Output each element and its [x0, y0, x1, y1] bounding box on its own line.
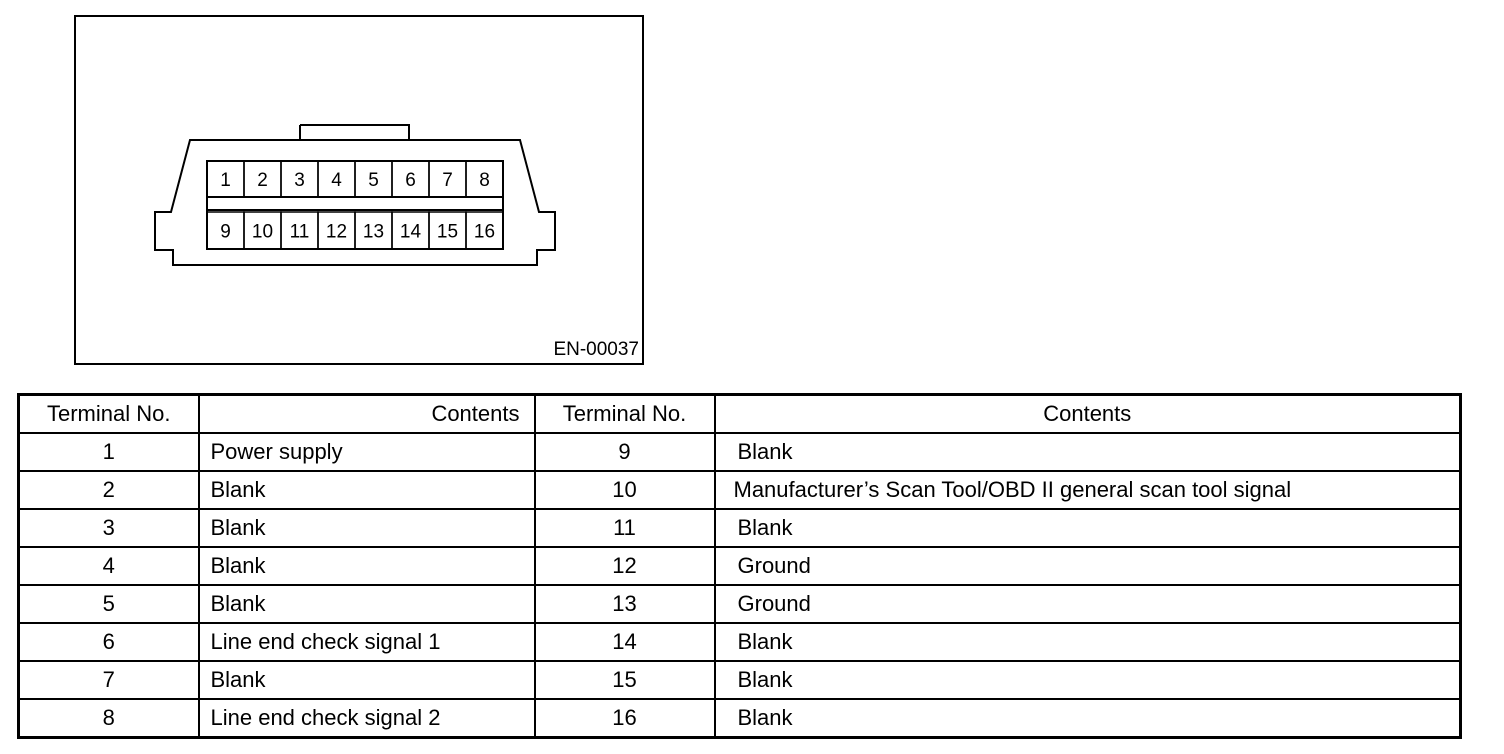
cell-contents-right: Manufacturer’s Scan Tool/OBD II general … [713, 470, 1462, 510]
pin-top-label-3: 3 [294, 170, 305, 191]
pin-bottom-label-6: 14 [400, 222, 422, 243]
cell-contents-left: Blank [197, 546, 536, 586]
pin-bottom-label-7: 15 [437, 222, 458, 243]
cell-contents-right: Blank [713, 508, 1462, 548]
pin-bottom-cell-8 [465, 211, 504, 250]
pins-bottom-row: 9 10 11 12 13 14 15 16 [206, 211, 504, 250]
cell-terminal-no-right: 11 [533, 508, 716, 548]
cell-contents-left: Blank [197, 660, 536, 700]
cell-terminal-no-right: 10 [533, 470, 716, 510]
header-contents-right: Contents [713, 393, 1462, 434]
cell-terminal-no-left: 7 [17, 660, 200, 700]
cell-terminal-no-left: 2 [17, 470, 200, 510]
pin-top-label-1: 1 [220, 170, 231, 191]
cell-contents-left: Blank [197, 508, 536, 548]
connector-housing [299, 124, 410, 141]
pin-top-label-4: 4 [331, 170, 342, 191]
pin-bottom-label-1: 9 [220, 222, 231, 243]
cell-terminal-no-right: 16 [533, 698, 716, 739]
header-terminal-no-right: Terminal No. [533, 393, 716, 434]
cell-contents-left: Blank [197, 470, 536, 510]
pin-bottom-label-2: 10 [252, 222, 273, 243]
cell-terminal-no-left: 4 [17, 546, 200, 586]
connector-housing-body [154, 139, 556, 266]
cell-contents-right: Blank [713, 432, 1462, 472]
pin-top-label-5: 5 [368, 170, 379, 191]
cell-contents-left: Blank [197, 584, 536, 624]
cell-terminal-no-right: 15 [533, 660, 716, 700]
cell-terminal-no-left: 3 [17, 508, 200, 548]
cell-contents-right: Blank [713, 660, 1462, 700]
cell-contents-right: Blank [713, 622, 1462, 662]
cell-terminal-no-left: 1 [17, 432, 200, 472]
figure-id-label: EN-00037 [553, 339, 639, 360]
pin-top-label-7: 7 [442, 170, 453, 191]
header-terminal-no-left: Terminal No. [17, 393, 200, 434]
cell-contents-left: Power supply [197, 432, 536, 472]
cell-terminal-no-left: 8 [17, 698, 200, 739]
pin-bottom-label-4: 12 [326, 222, 347, 243]
cell-terminal-no-right: 12 [533, 546, 716, 586]
pin-bottom-label-5: 13 [363, 222, 384, 243]
pin-bottom-label-8: 16 [474, 222, 495, 243]
cell-terminal-no-right: 13 [533, 584, 716, 624]
pin-bottom-label-3: 11 [290, 222, 310, 243]
pin-top-cell-8 [465, 160, 504, 198]
pin-top-label-2: 2 [257, 170, 268, 191]
cell-contents-right: Ground [713, 584, 1462, 624]
pins-top-row: 1 2 3 4 5 6 7 8 [206, 160, 504, 198]
cell-terminal-no-right: 9 [533, 432, 716, 472]
header-contents-left: Contents [197, 393, 536, 434]
cell-contents-right: Blank [713, 698, 1462, 739]
cell-contents-left: Line end check signal 2 [197, 698, 536, 739]
cell-terminal-no-left: 5 [17, 584, 200, 624]
cell-terminal-no-right: 14 [533, 622, 716, 662]
cell-contents-left: Line end check signal 1 [197, 622, 536, 662]
pin-top-label-8: 8 [479, 170, 490, 191]
pin-top-label-6: 6 [405, 170, 416, 191]
cell-terminal-no-left: 6 [17, 622, 200, 662]
table-header-row: Terminal No. Contents Terminal No. Conte… [17, 393, 1462, 434]
cell-contents-right: Ground [713, 546, 1462, 586]
terminal-table: Terminal No. Contents Terminal No. Conte… [17, 393, 1462, 739]
